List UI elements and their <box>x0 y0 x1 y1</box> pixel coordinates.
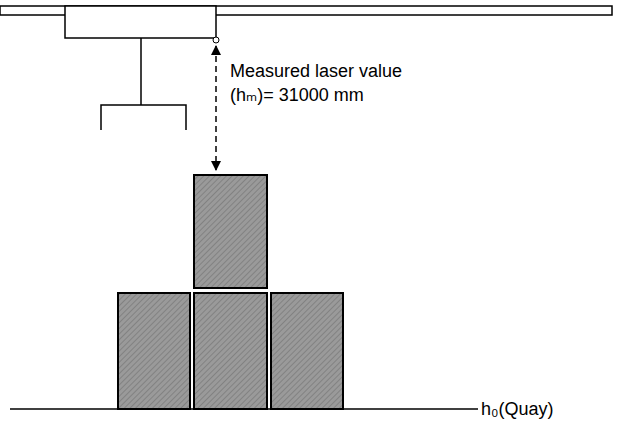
container <box>118 293 190 409</box>
quay-line <box>10 408 478 410</box>
measurement-value: (hₘ)= 31000 mm <box>228 84 366 106</box>
container <box>194 293 267 409</box>
laser-beam <box>215 46 217 170</box>
spreader <box>101 105 186 130</box>
quay-label: h₀(Quay) <box>479 398 556 420</box>
container <box>194 175 267 288</box>
trolley <box>65 6 216 38</box>
laser-sensor <box>213 37 219 43</box>
measurement-label: Measured laser value <box>228 60 404 82</box>
container <box>271 293 343 409</box>
hoist-rope <box>140 38 142 105</box>
